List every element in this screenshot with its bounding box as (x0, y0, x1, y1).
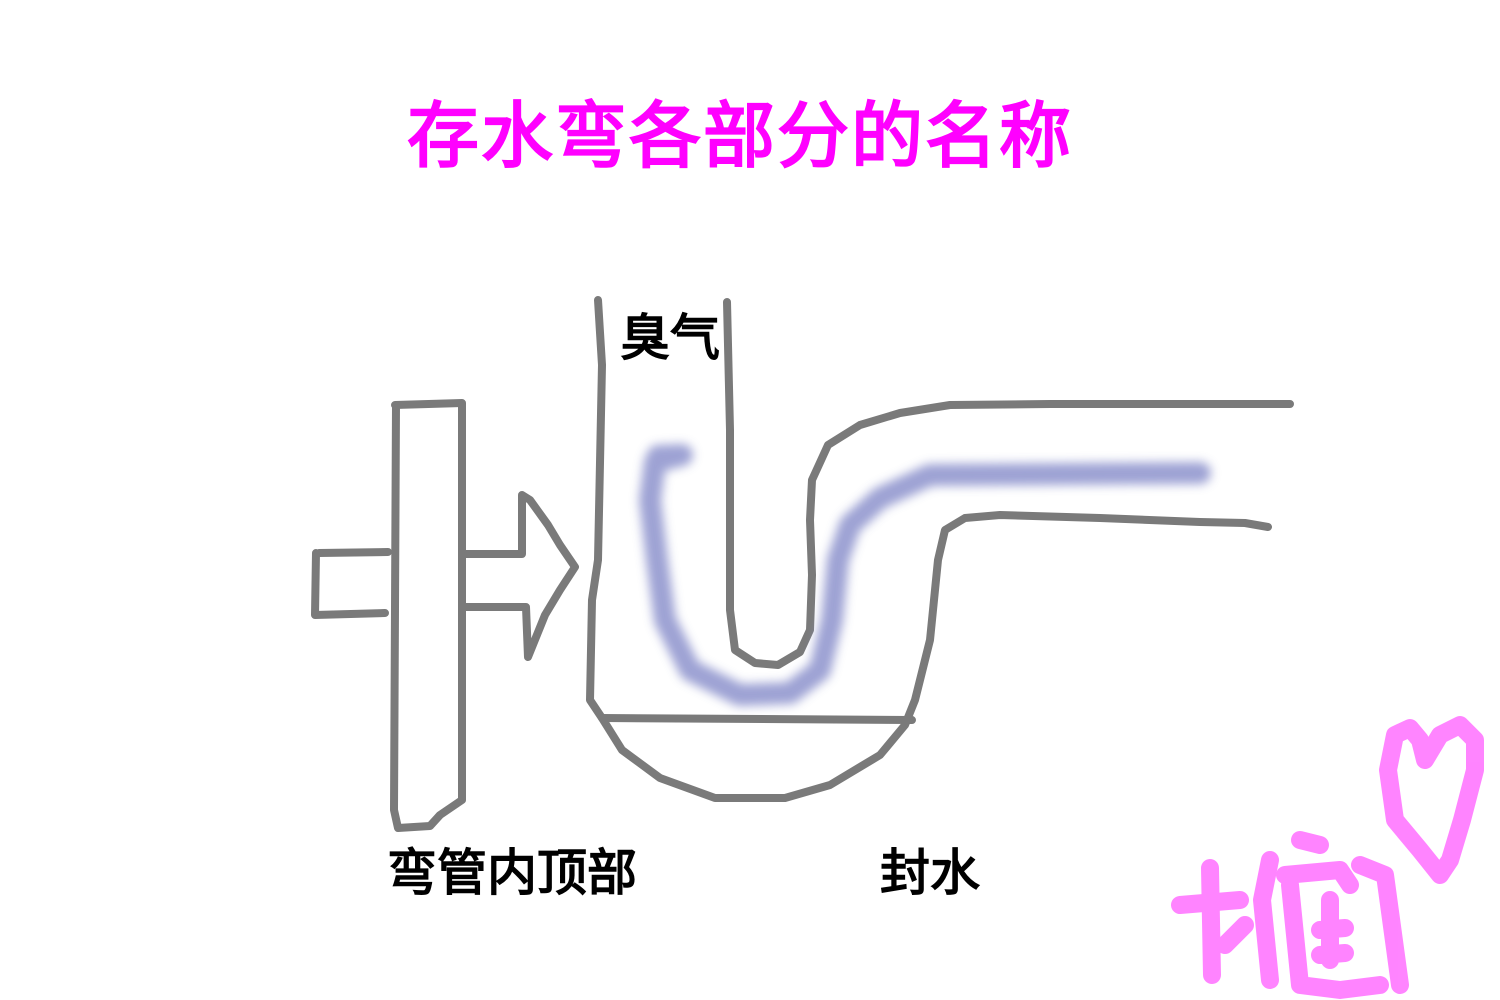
label-water-seal: 封水 (880, 844, 980, 902)
diagram-title: 存水弯各部分的名称 (406, 94, 1073, 178)
trap-inner-wall (723, 298, 1294, 669)
water-line (598, 714, 916, 724)
label-odor: 臭气 (620, 309, 720, 367)
label-bend-top: 弯管内顶部 (387, 844, 637, 902)
signature-mark (1171, 716, 1484, 999)
inlet-arrow (311, 491, 579, 661)
trap-outer-wall (586, 296, 1272, 802)
wall-plate (390, 399, 466, 832)
water-flow-path (639, 444, 1211, 706)
